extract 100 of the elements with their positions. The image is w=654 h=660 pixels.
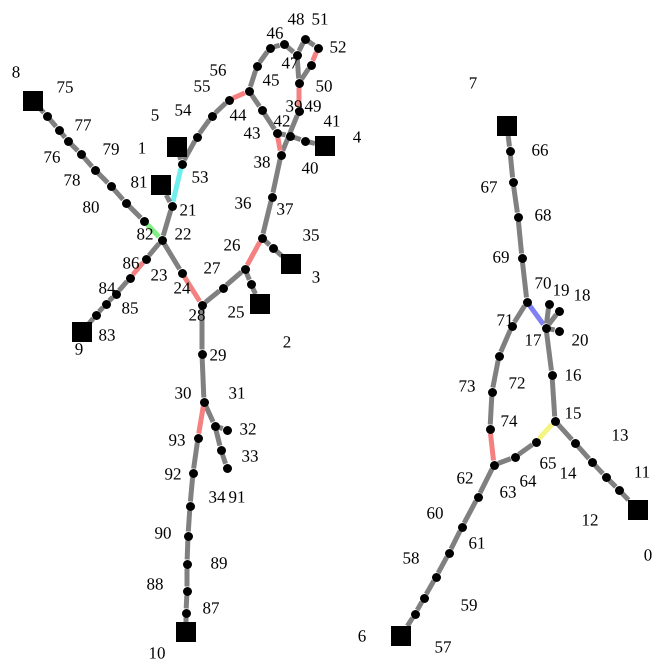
graph-vertex xyxy=(182,586,192,596)
edge-line xyxy=(307,40,316,48)
edge-line xyxy=(258,50,270,64)
graph-vertex xyxy=(570,438,580,448)
node-number: 14 xyxy=(560,464,576,482)
graph-vertex xyxy=(64,136,72,146)
node-number: 23 xyxy=(150,266,168,284)
graph-vertex xyxy=(200,398,208,406)
node-number: 12 xyxy=(582,512,598,528)
edge-line xyxy=(512,304,527,324)
square-vertex xyxy=(391,626,411,646)
node-number: 73 xyxy=(458,378,476,394)
edge-line xyxy=(249,93,262,108)
graph-vertex xyxy=(122,198,130,208)
node-number: 66 xyxy=(532,142,548,158)
edge-line xyxy=(436,556,450,574)
node-number: 38 xyxy=(254,154,270,170)
graph-vertex xyxy=(140,216,148,226)
node-number: 72 xyxy=(508,374,526,392)
node-number: 46 xyxy=(266,24,284,42)
graph-vertex xyxy=(224,96,234,104)
node-number: 62 xyxy=(456,470,474,486)
edge-line xyxy=(200,310,204,350)
edge-line xyxy=(516,221,524,254)
node-number: 85 xyxy=(122,300,138,316)
edge-line xyxy=(82,156,94,168)
edge-line xyxy=(296,88,302,106)
graph-vertex xyxy=(548,370,556,380)
node-number: 51 xyxy=(312,10,328,28)
graph-vertex xyxy=(90,166,100,174)
graph-vertex xyxy=(300,136,310,146)
graph-vertex xyxy=(182,608,190,618)
node-number: 4 xyxy=(352,128,362,146)
graph-vertex xyxy=(182,560,192,568)
graph-vertex xyxy=(614,486,624,494)
edge-line xyxy=(248,70,258,88)
node-number: 86 xyxy=(122,254,140,272)
node-number: 24 xyxy=(174,280,190,296)
edge-line xyxy=(299,67,311,81)
node-number: 90 xyxy=(154,524,172,542)
node-number: 48 xyxy=(288,10,304,28)
edge-line xyxy=(508,155,516,178)
edge-line xyxy=(130,260,146,276)
node-number: 75 xyxy=(56,78,74,96)
edge-line xyxy=(204,288,222,304)
graph-vertex xyxy=(222,464,232,472)
graph-vertex xyxy=(194,434,202,442)
edge-line xyxy=(117,280,129,292)
node-number: 52 xyxy=(330,38,346,56)
edge-line xyxy=(191,442,200,469)
edge-line xyxy=(220,453,228,465)
node-number: 3 xyxy=(312,268,320,286)
edge-line xyxy=(198,118,212,135)
node-number: 10 xyxy=(148,644,166,660)
graph-vertex xyxy=(522,298,532,306)
graph-vertex xyxy=(532,438,540,446)
node-number: 41 xyxy=(324,112,340,130)
graph-vertex xyxy=(42,112,52,120)
node-number: 55 xyxy=(194,78,210,94)
edge-line xyxy=(274,42,280,50)
edge-line xyxy=(593,464,605,476)
edge-line xyxy=(405,616,415,628)
square-vertex xyxy=(151,175,171,195)
edge-line xyxy=(97,306,105,314)
graph-vertex xyxy=(184,532,192,540)
node-number: 67 xyxy=(480,178,498,196)
edge-line xyxy=(214,430,222,446)
edge-line xyxy=(262,112,277,131)
node-number: 74 xyxy=(500,412,518,430)
node-number: 7 xyxy=(468,74,478,92)
graph-vertex xyxy=(494,352,504,360)
edge-line xyxy=(214,101,228,115)
node-number: 42 xyxy=(274,112,290,130)
edge-line xyxy=(544,308,551,324)
node-number: 44 xyxy=(230,106,246,124)
node-number: 91 xyxy=(228,488,246,506)
graph-vertex xyxy=(192,132,202,142)
edge-line xyxy=(48,118,58,128)
node-number: 56 xyxy=(210,62,226,78)
graph-vertex xyxy=(92,310,100,320)
node-number: 76 xyxy=(44,148,60,166)
graph-vertex xyxy=(486,424,494,434)
edge-line xyxy=(556,422,574,442)
graph-vertex xyxy=(550,416,560,426)
graph-vertex xyxy=(506,146,514,156)
node-number: 84 xyxy=(98,280,116,296)
node-number: 58 xyxy=(402,550,420,566)
square-vertex xyxy=(281,254,301,274)
node-number: 82 xyxy=(136,226,154,242)
edge-line xyxy=(182,140,197,162)
node-number: 89 xyxy=(210,554,228,572)
graph-vertex xyxy=(76,150,86,158)
node-number: 35 xyxy=(302,226,320,244)
node-number: 5 xyxy=(150,106,160,124)
graph-vertex xyxy=(246,280,256,288)
edge-line xyxy=(308,140,316,146)
edge-line xyxy=(497,456,512,466)
node-number: 78 xyxy=(64,172,80,188)
graph-vertex xyxy=(106,182,116,190)
edge-line xyxy=(112,188,125,202)
